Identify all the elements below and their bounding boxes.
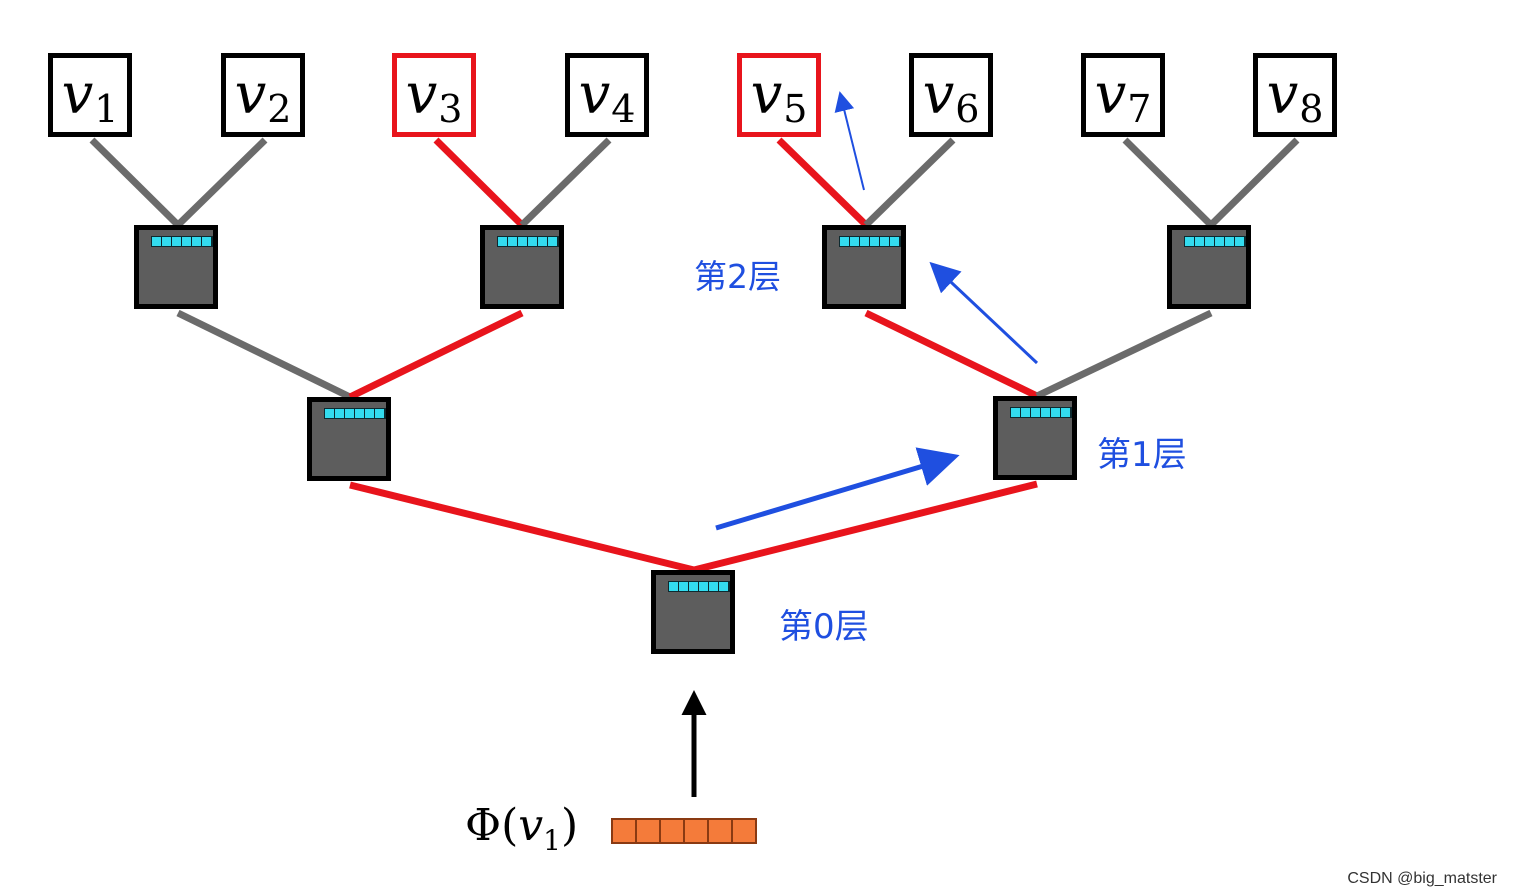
leaf-var: v: [61, 62, 94, 127]
layer0-label: 第0层: [779, 607, 869, 647]
path-edge-red: [349, 481, 695, 574]
path-edge-red: [433, 137, 525, 228]
node-vector-bar: [1010, 407, 1072, 418]
edge-gray: [176, 309, 352, 401]
vector-cell: [659, 818, 685, 844]
arrow-to-layer2: [929, 261, 1039, 365]
close-paren: ): [560, 800, 579, 851]
path-edge-red: [864, 309, 1039, 400]
leaf-var: v: [1266, 62, 1299, 127]
leaf-subscript: 2: [267, 87, 292, 131]
leaf-var: v: [750, 62, 783, 127]
node-vector-bar: [1184, 236, 1246, 247]
vector-cell: [707, 818, 733, 844]
leaf-var: v: [578, 62, 611, 127]
leaf-subscript: 7: [1127, 87, 1152, 131]
edge-gray: [519, 137, 612, 228]
path-edge-red: [693, 480, 1038, 574]
input-subscript: 1: [543, 824, 561, 857]
layer2-node-2: [480, 225, 564, 309]
input-var: v: [518, 800, 544, 851]
edge-gray: [1122, 137, 1214, 228]
vector-cell: [611, 818, 637, 844]
leaf-subscript: 3: [438, 87, 463, 131]
leaf-subscript: 1: [94, 87, 119, 131]
path-edge-red: [348, 309, 524, 401]
open-paren: (: [501, 800, 519, 851]
leaf-subscript: 5: [783, 87, 808, 131]
node-vector-bar: [839, 236, 901, 247]
phi-symbol: Φ: [465, 800, 502, 851]
arrow-to-leaf: [834, 91, 865, 191]
leaf-var: v: [1094, 62, 1127, 127]
layer2-node-1: [134, 225, 218, 309]
leaf-var: v: [234, 62, 267, 127]
edge-gray: [89, 137, 181, 228]
input-embedding-label: Φ(v1): [465, 800, 579, 857]
edge-gray: [863, 137, 956, 228]
root-node: [651, 570, 735, 654]
vector-cell: [731, 818, 757, 844]
layer1-node-right: [993, 396, 1077, 480]
leaf-var: v: [405, 62, 438, 127]
layer1-node-left: [307, 397, 391, 481]
edge-gray: [1035, 309, 1213, 400]
layer1-label: 第1层: [1097, 435, 1187, 475]
layer2-node-3: [822, 225, 906, 309]
arrow-to-layer1: [715, 447, 960, 531]
node-vector-bar: [151, 236, 213, 247]
vector-cell: [683, 818, 709, 844]
leaf-subscript: 4: [611, 87, 636, 131]
vector-cell: [635, 818, 661, 844]
node-vector-bar: [497, 236, 559, 247]
leaf-var: v: [922, 62, 955, 127]
edge-gray: [1208, 137, 1300, 228]
watermark: CSDN @big_matster: [1347, 870, 1497, 887]
leaf-subscript: 6: [955, 87, 980, 131]
layer2-node-4: [1167, 225, 1251, 309]
edge-gray: [175, 137, 268, 228]
path-edge-red: [776, 137, 869, 228]
node-vector-bar: [324, 408, 386, 419]
layer2-label: 第2层: [694, 257, 781, 296]
input-vector: [611, 818, 757, 844]
node-vector-bar: [668, 581, 730, 592]
leaf-subscript: 8: [1299, 87, 1324, 131]
